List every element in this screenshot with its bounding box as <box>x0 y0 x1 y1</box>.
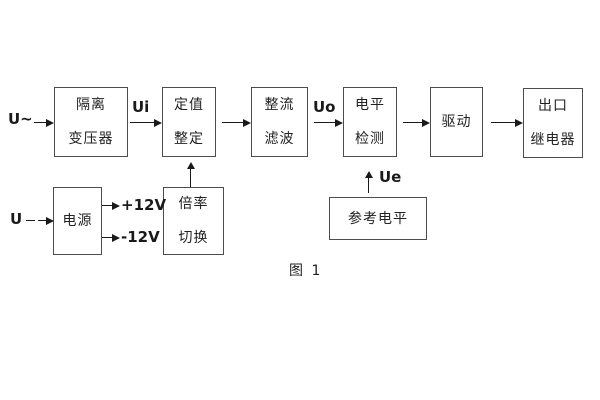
ac-input-label: U~ <box>8 110 33 128</box>
signal-label-ue: Ue <box>379 168 402 186</box>
arrow-ac-input <box>34 119 54 127</box>
block-label-line: 切换 <box>178 230 209 246</box>
block-isolation-transformer: 隔离 变压器 <box>54 87 128 157</box>
block-label-line: 整流 <box>264 97 295 113</box>
signal-label-minus12v: -12V <box>121 228 160 246</box>
arrow-ue-to-detect <box>364 171 373 193</box>
block-label-line: 电源 <box>62 213 93 229</box>
arrow-setting-to-rectify <box>222 119 251 127</box>
arrow-plus12v <box>102 202 120 210</box>
figure-caption: 图 1 <box>289 263 323 279</box>
signal-label-ui: Ui <box>132 98 150 116</box>
block-label-line: 隔离 <box>76 97 106 113</box>
block-label-line: 参考电平 <box>348 210 408 227</box>
block-rectify-filter: 整流 滤波 <box>251 87 308 157</box>
signal-label-plus12v: +12V <box>121 196 167 214</box>
dc-input-label: U <box>10 210 23 228</box>
block-setting-adjust: 定值 整定 <box>162 87 216 157</box>
block-label-line: 继电器 <box>530 132 576 148</box>
signal-label-uo: Uo <box>313 98 336 116</box>
block-ratio-switch: 倍率 切换 <box>163 187 224 255</box>
block-label-line: 出口 <box>538 98 568 114</box>
arrow-dc-input <box>38 217 54 225</box>
block-output-relay: 出口 继电器 <box>523 88 583 158</box>
block-drive: 驱动 <box>430 87 483 157</box>
arrow-ratio-to-setting <box>186 162 195 187</box>
block-level-detect: 电平 检测 <box>343 87 397 157</box>
block-label-line: 滤波 <box>264 131 295 147</box>
arrow-detect-to-drive <box>403 119 430 127</box>
arrow-ui <box>130 119 162 127</box>
block-label-line: 驱动 <box>441 114 472 130</box>
block-label-line: 倍率 <box>178 196 209 212</box>
block-label-line: 电平 <box>355 97 385 113</box>
arrow-minus12v <box>102 234 120 242</box>
block-reference-level: 参考电平 <box>329 197 427 240</box>
block-power-supply: 电源 <box>53 187 102 255</box>
block-label-line: 整定 <box>174 131 204 147</box>
block-label-line: 变压器 <box>68 131 114 147</box>
block-label-line: 检测 <box>355 131 385 147</box>
arrow-uo <box>314 119 343 127</box>
dc-input-dash <box>26 220 35 221</box>
block-label-line: 定值 <box>174 97 204 113</box>
arrow-drive-to-relay <box>491 119 523 127</box>
